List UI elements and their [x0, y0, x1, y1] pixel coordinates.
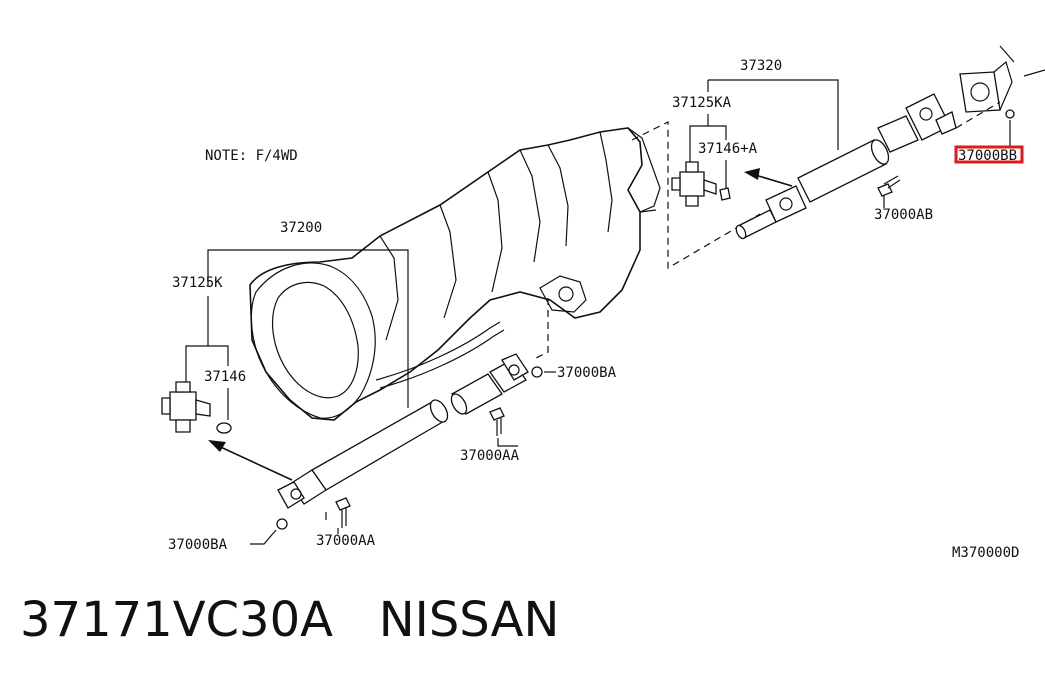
mid-hardware [489, 366, 543, 436]
front-diff-flange [955, 45, 1045, 129]
rear-hardware [276, 497, 351, 530]
callout-37000aa-mid: 37000AA [460, 448, 520, 464]
callout-37200: 37200 [280, 220, 322, 236]
callout-37125k: 37125K [172, 275, 223, 291]
mid-guide-dash [531, 298, 549, 361]
transmission-housing [249, 127, 661, 421]
rear-universal-joint [161, 381, 211, 433]
rear-arrow-head [208, 440, 226, 452]
front-arrow-line [751, 173, 793, 187]
part-caption: 37171VC30A NISSAN [20, 596, 559, 644]
front-arrow-head [744, 168, 760, 180]
front-propeller-shaft [735, 93, 957, 240]
callout-37000bb: 37000BB [958, 148, 1017, 164]
callout-37125ka: 37125KA [672, 95, 732, 111]
callout-37000aa-rear: 37000AA [316, 533, 376, 549]
callout-37146a: 37146+A [698, 141, 758, 157]
note-label: NOTE: F/4WD [205, 148, 298, 164]
callout-37000ba-rear: 37000BA [168, 537, 228, 553]
callout-37000ba-mid: 37000BA [557, 365, 617, 381]
front-nut [1005, 109, 1015, 119]
rear-arrow-line [213, 443, 293, 481]
front-universal-joint [671, 161, 717, 207]
callout-37000ab: 37000AB [874, 207, 933, 223]
front-bolt [877, 175, 901, 197]
diagram-code: M370000D [952, 545, 1019, 561]
highlight-box [954, 145, 1024, 164]
front-guide-dash [631, 121, 761, 270]
caption-part-number: 37171VC30A [20, 592, 333, 648]
callout-37320: 37320 [740, 58, 782, 74]
rear-snap-ring [216, 422, 232, 434]
callout-37146: 37146 [204, 369, 246, 385]
front-snap-ring [719, 187, 731, 201]
rear-propeller-shaft [277, 353, 529, 509]
caption-brand: NISSAN [378, 592, 560, 648]
